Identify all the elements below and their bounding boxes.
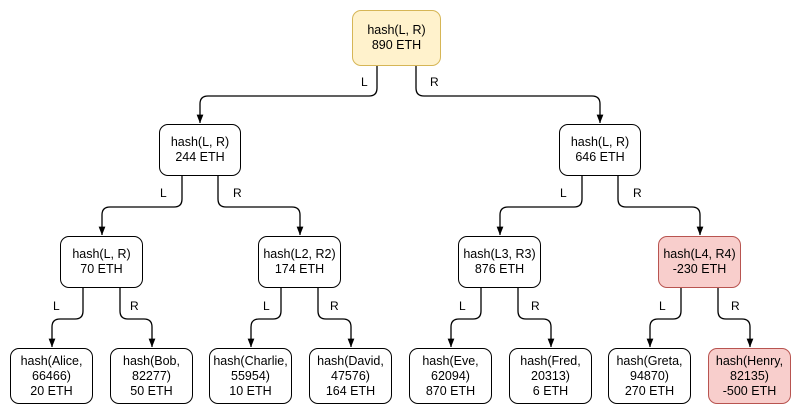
edge-label-right: R xyxy=(329,299,340,313)
tree-node-label: hash(Fred, 20313) 6 ETH xyxy=(520,353,581,398)
tree-node-n-l[interactable]: hash(L, R) 244 ETH xyxy=(159,124,241,176)
tree-edge-n-rr-to-lf-8 xyxy=(717,288,754,348)
tree-node-lf-7[interactable]: hash(Greta, 94870) 270 ETH xyxy=(608,348,691,404)
edge-label-left: L xyxy=(52,299,61,313)
edge-label-left: L xyxy=(559,186,568,200)
tree-node-n-ll[interactable]: hash(L, R) 70 ETH xyxy=(60,236,143,288)
edge-label-right: R xyxy=(530,299,541,313)
tree-node-root[interactable]: hash(L, R) 890 ETH xyxy=(352,10,441,66)
edge-label-right: R xyxy=(429,75,440,89)
tree-edge-n-l-to-n-ll xyxy=(98,176,183,236)
tree-edge-n-r-to-n-rl xyxy=(496,176,583,236)
tree-node-label: hash(L3, R3) 876 ETH xyxy=(463,247,536,276)
edge-label-left: L xyxy=(458,299,467,313)
tree-edge-root-to-n-r xyxy=(415,66,604,124)
edge-label-right: R xyxy=(730,299,741,313)
tree-edge-n-rl-to-lf-5 xyxy=(447,288,482,348)
tree-node-label: hash(L, R) 646 ETH xyxy=(570,135,630,164)
tree-node-label: hash(David, 47576) 164 ETH xyxy=(317,353,384,398)
tree-edge-n-ll-to-lf-2 xyxy=(119,288,156,348)
edge-label-left: L xyxy=(658,299,667,313)
tree-node-n-rl[interactable]: hash(L3, R3) 876 ETH xyxy=(458,236,541,288)
tree-node-label: hash(L, R) 244 ETH xyxy=(170,135,230,164)
tree-node-label: hash(Eve, 62094) 870 ETH xyxy=(422,353,479,398)
tree-node-lf-1[interactable]: hash(Alice, 66466) 20 ETH xyxy=(10,348,93,404)
tree-node-label: hash(L4, R4) -230 ETH xyxy=(663,247,736,276)
tree-node-label: hash(Alice, 66466) 20 ETH xyxy=(20,353,83,398)
tree-edge-n-r-to-n-rr xyxy=(617,176,704,236)
tree-node-label: hash(L, R) 890 ETH xyxy=(367,23,426,52)
tree-node-lf-5[interactable]: hash(Eve, 62094) 870 ETH xyxy=(409,348,492,404)
edge-label-right: R xyxy=(129,299,140,313)
tree-edge-n-lr-to-lf-3 xyxy=(247,288,282,348)
tree-node-lf-2[interactable]: hash(Bob, 82277) 50 ETH xyxy=(110,348,193,404)
tree-node-lf-8[interactable]: hash(Henry, 82135) -500 ETH xyxy=(708,348,791,404)
tree-edge-n-l-to-n-lr xyxy=(217,176,304,236)
edge-label-right: R xyxy=(632,186,643,200)
tree-node-lf-4[interactable]: hash(David, 47576) 164 ETH xyxy=(309,348,392,404)
tree-node-label: hash(Bob, 82277) 50 ETH xyxy=(123,353,180,398)
tree-node-lf-3[interactable]: hash(Charlie, 55954) 10 ETH xyxy=(209,348,292,404)
edge-label-right: R xyxy=(232,186,243,200)
edge-label-left: L xyxy=(159,186,168,200)
edge-label-left: L xyxy=(262,299,271,313)
tree-node-label: hash(Henry, 82135) -500 ETH xyxy=(715,353,784,398)
tree-node-label: hash(Charlie, 55954) 10 ETH xyxy=(213,353,288,398)
tree-node-n-lr[interactable]: hash(L2, R2) 174 ETH xyxy=(258,236,341,288)
tree-edge-n-rr-to-lf-7 xyxy=(646,288,682,348)
edge-label-left: L xyxy=(360,75,369,89)
tree-edge-n-ll-to-lf-1 xyxy=(48,288,84,348)
tree-node-label: hash(Greta, 94870) 270 ETH xyxy=(616,353,683,398)
tree-edge-root-to-n-l xyxy=(196,66,378,124)
tree-edge-n-lr-to-lf-4 xyxy=(317,288,355,348)
tree-node-label: hash(L, R) 70 ETH xyxy=(72,247,131,276)
tree-node-n-r[interactable]: hash(L, R) 646 ETH xyxy=(559,124,641,176)
tree-node-n-rr[interactable]: hash(L4, R4) -230 ETH xyxy=(658,236,741,288)
tree-node-lf-6[interactable]: hash(Fred, 20313) 6 ETH xyxy=(509,348,592,404)
tree-edge-n-rl-to-lf-6 xyxy=(517,288,555,348)
tree-node-label: hash(L2, R2) 174 ETH xyxy=(263,247,336,276)
